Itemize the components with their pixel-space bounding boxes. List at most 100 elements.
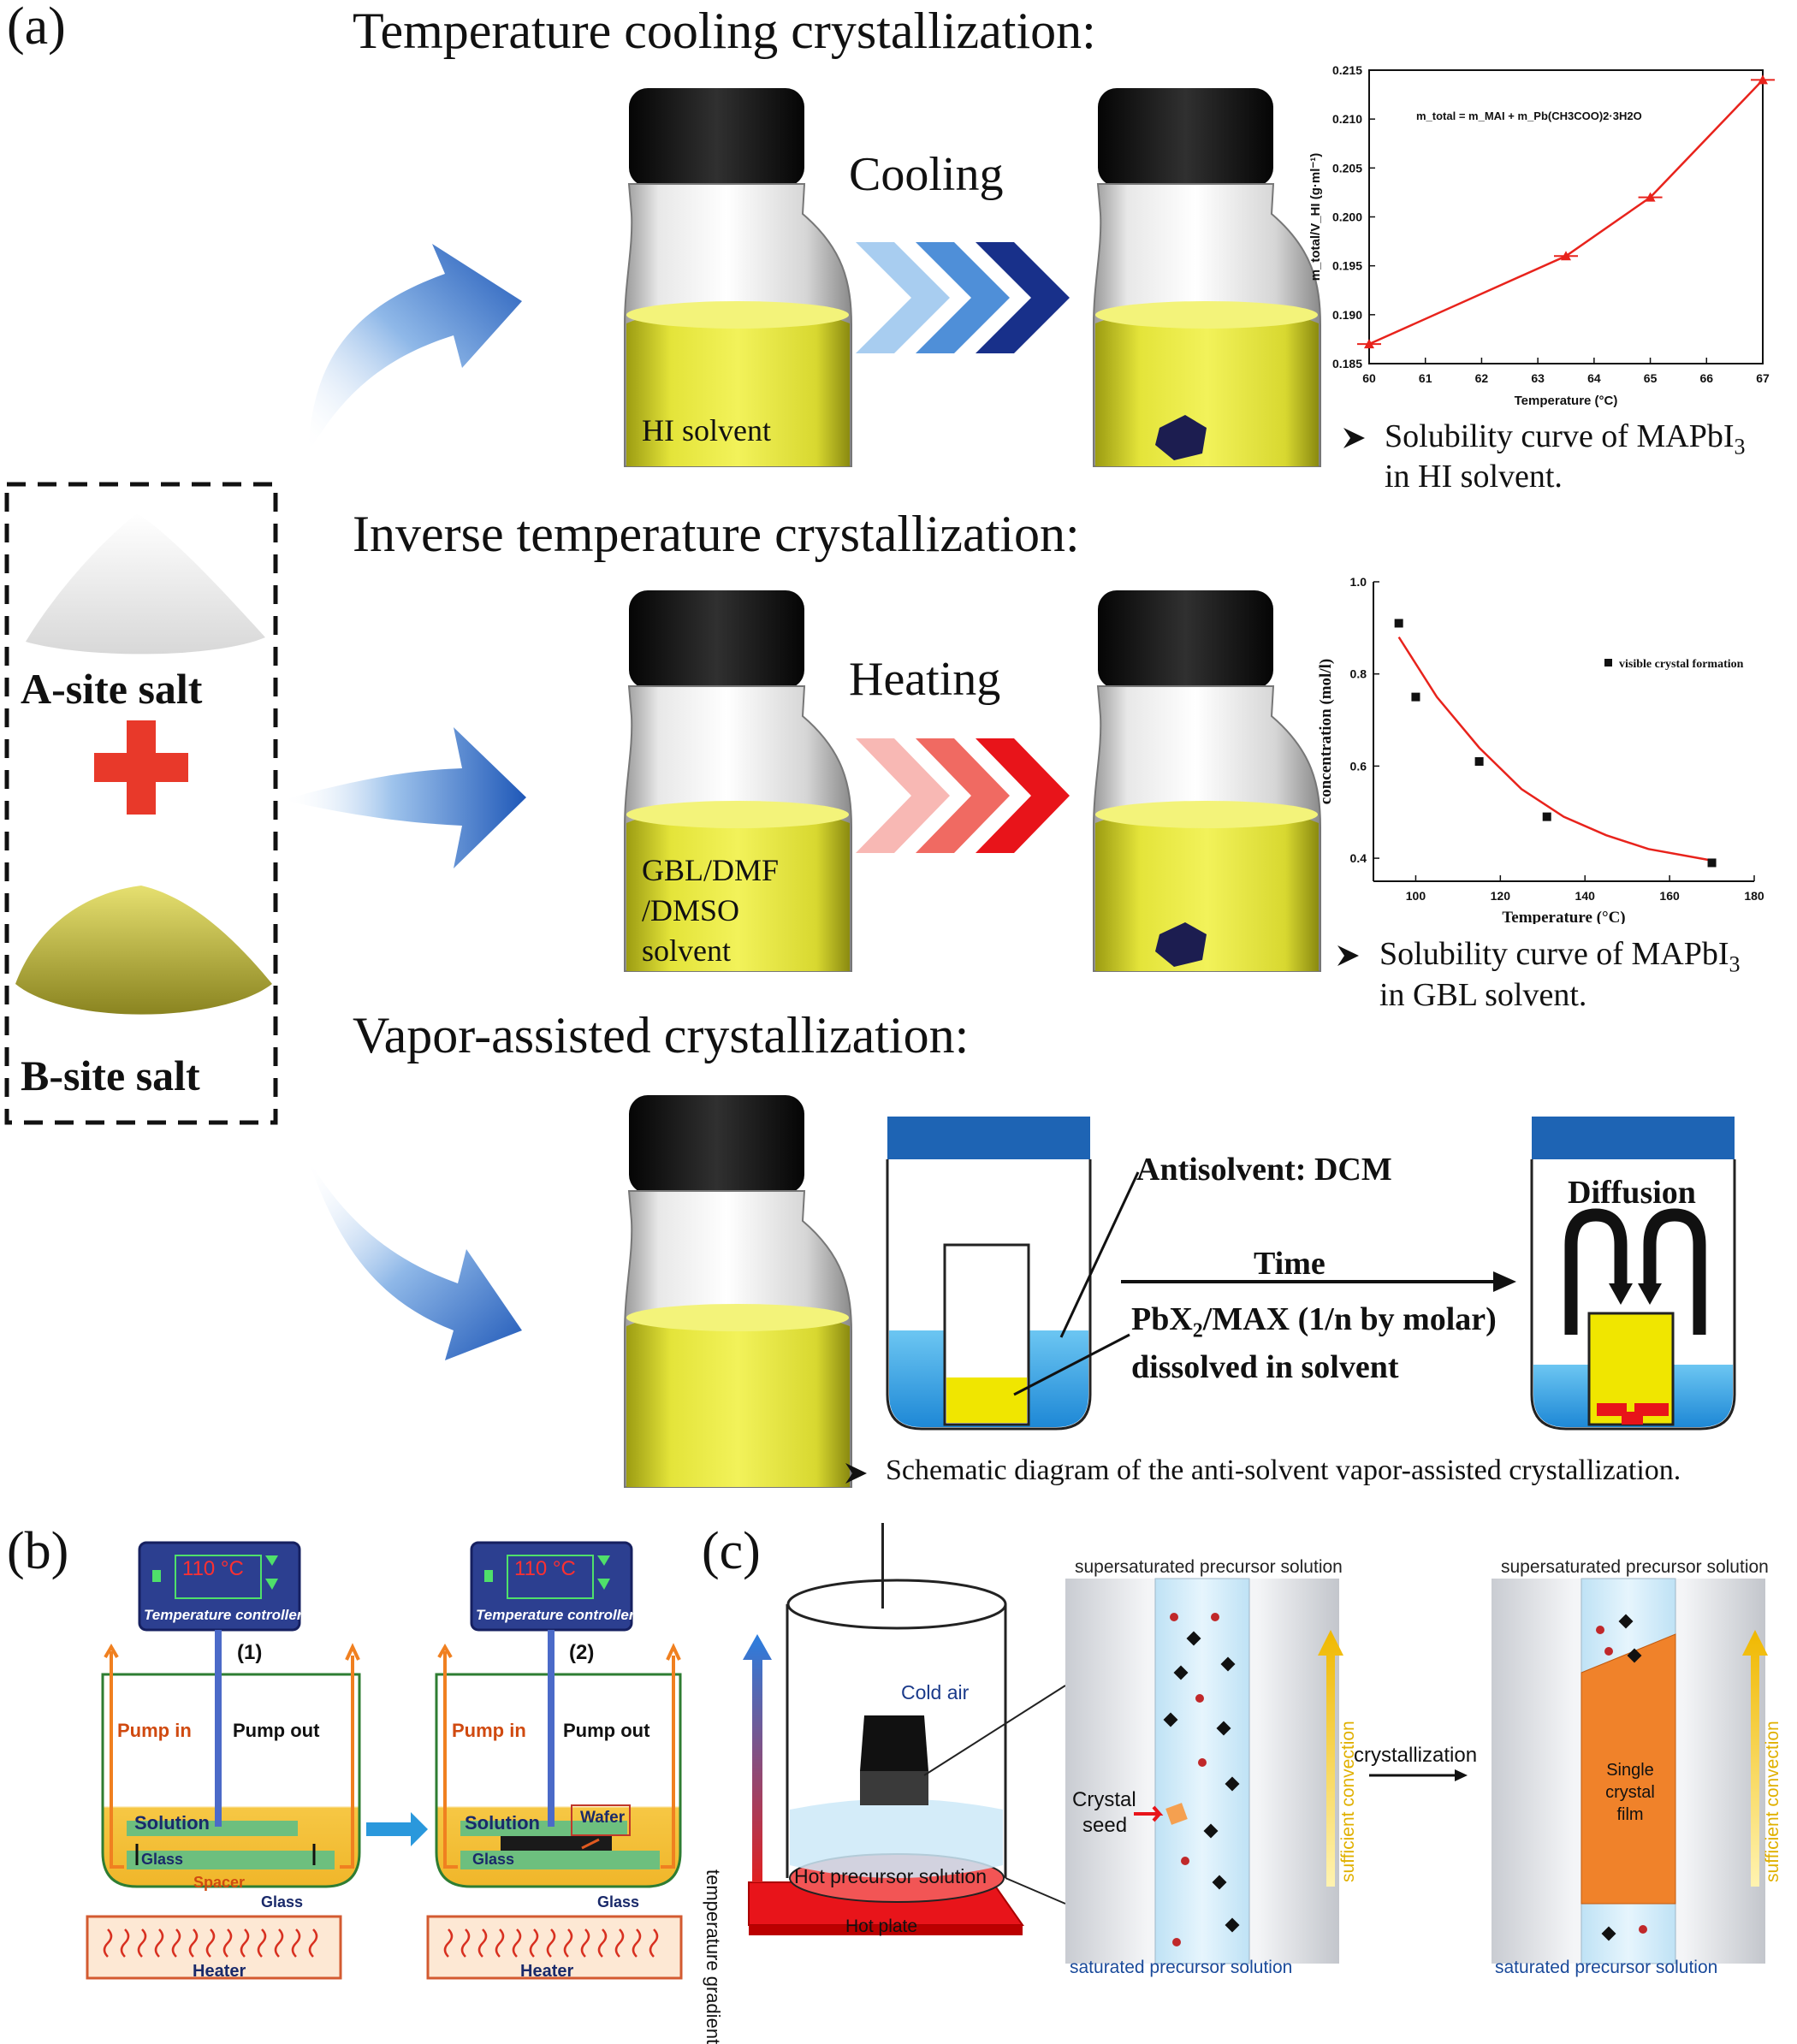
arrow-to-vapor <box>308 1159 522 1360</box>
data-point <box>1758 74 1768 85</box>
dissolved-label: dissolved in solvent <box>1131 1349 1399 1385</box>
heater-coil <box>580 1928 590 1958</box>
heater-coil <box>188 1928 199 1958</box>
panel-a-label: (a) <box>7 0 66 56</box>
particle-ion <box>1198 1758 1207 1767</box>
setup-1 <box>86 1541 361 1980</box>
heater-coil <box>512 1928 522 1958</box>
particle-ion <box>1211 1613 1219 1621</box>
transition-arrow-icon <box>366 1812 428 1846</box>
particle-cluster <box>1163 1712 1178 1727</box>
hi-solvent-label: HI solvent <box>642 413 771 447</box>
heater-coil <box>257 1928 267 1958</box>
x-tick-label: 100 <box>1406 889 1426 903</box>
film-label-3: film <box>1616 1805 1644 1824</box>
particle-cluster <box>1627 1648 1642 1663</box>
heater-coil <box>477 1928 488 1958</box>
x-axis-label: Temperature (°C) <box>1515 394 1618 408</box>
data-point <box>1561 251 1571 261</box>
setup-2-number: (2) <box>569 1641 595 1664</box>
heater-coil <box>291 1928 301 1958</box>
crystal-seed-line-2: seed <box>1082 1814 1128 1837</box>
particle-cluster <box>1220 1656 1236 1672</box>
heater-coil <box>443 1928 454 1958</box>
x-tick-label: 120 <box>1491 889 1511 903</box>
hotplate-setup <box>748 1523 1066 1935</box>
setup-1-display: 110 °C <box>182 1557 244 1580</box>
particle-cluster <box>1225 1917 1240 1933</box>
heater-coil <box>546 1928 556 1958</box>
heater-coil <box>308 1928 318 1958</box>
data-point <box>1474 757 1484 766</box>
setup-2-pump-in: Pump in <box>452 1720 526 1741</box>
inverse-caption-line-2: in GBL solvent. <box>1379 977 1587 1013</box>
particle-cluster <box>1203 1823 1219 1839</box>
convection-label-2: sufficient convection <box>1763 1721 1782 1882</box>
vapor-title: Vapor-assisted crystallization: <box>353 1007 970 1063</box>
heater-coil <box>154 1928 164 1958</box>
heater-coil <box>171 1928 181 1958</box>
heating-label: Heating <box>849 653 1001 706</box>
particle-ion <box>1639 1925 1647 1934</box>
vapor-schematic-after <box>1530 1117 1736 1431</box>
legend-marker <box>1604 659 1612 667</box>
setup-1-pump-in: Pump in <box>117 1720 192 1741</box>
gbl-solvent-line-3: solvent <box>642 933 731 968</box>
temperature-gradient-label: temperature gradient <box>703 1869 724 2044</box>
heater-coil <box>495 1928 505 1958</box>
x-tick-label: 67 <box>1756 371 1770 385</box>
saturated-label-1: saturated precursor solution <box>1070 1958 1293 1977</box>
heater-coil <box>240 1928 250 1958</box>
particle-ion <box>1195 1694 1204 1703</box>
x-axis-label: Temperature (°C) <box>1502 909 1625 924</box>
y-tick-label: 0.6 <box>1350 759 1367 773</box>
inverse-caption-line-1: Solubility curve of MAPbI3 <box>1379 936 1741 977</box>
figure-canvas: (a) (b) (c) A-site salt B-site salt Temp… <box>4 0 1782 2044</box>
setup-2-wafer: Wafer <box>580 1809 626 1827</box>
heater-coils-icon <box>103 1928 659 1958</box>
heater-coil <box>614 1928 625 1958</box>
setup-2-controller: Temperature controller <box>476 1607 635 1623</box>
setup-2-solution: Solution <box>465 1812 540 1834</box>
cooling-chevrons-icon <box>856 242 1070 353</box>
antisolvent-label: Antisolvent: DCM <box>1136 1152 1392 1188</box>
heater-coil <box>632 1928 642 1958</box>
data-point <box>1364 339 1374 349</box>
setup-1-heater: Heater <box>193 1962 246 1981</box>
particle-ion <box>1181 1857 1189 1865</box>
y-axis-label: concentration (mol/l) <box>1317 659 1335 804</box>
y-tick-label: 0.210 <box>1332 112 1362 126</box>
heater-coil <box>205 1928 216 1958</box>
saturated-label-2: saturated precursor solution <box>1495 1958 1718 1977</box>
time-label: Time <box>1254 1246 1326 1282</box>
setup-1-number: (1) <box>237 1641 263 1664</box>
particle-cluster <box>1173 1665 1189 1680</box>
heater-coil <box>103 1928 113 1958</box>
plot-frame <box>1373 582 1754 881</box>
heater-coil <box>137 1928 147 1958</box>
x-tick-label: 61 <box>1419 371 1432 385</box>
gbl-solvent-line-2: /DMSO <box>642 893 740 927</box>
arrow-to-inverse <box>282 727 526 868</box>
particle-cluster <box>1618 1614 1634 1629</box>
y-tick-label: 0.195 <box>1332 259 1362 273</box>
heater-coil <box>460 1928 471 1958</box>
setup-1-solution: Solution <box>134 1812 210 1834</box>
vapor-schematic-before <box>886 1117 1516 1431</box>
data-point <box>1707 858 1717 868</box>
film-label-2: crystal <box>1605 1783 1655 1802</box>
figure-artwork <box>4 88 1768 1980</box>
panel-b-label: (b) <box>7 1522 69 1580</box>
setup-2-pump-out: Pump out <box>563 1720 650 1741</box>
y-tick-label: 1.0 <box>1350 575 1367 589</box>
legend-label: visible crystal formation <box>1619 658 1744 671</box>
heater-coil <box>563 1928 573 1958</box>
formula-label: m_total = m_MAI + m_Pb(CH3COO)2·3H2O <box>1416 110 1642 122</box>
setup-2 <box>426 1541 683 1980</box>
x-tick-label: 65 <box>1644 371 1658 385</box>
particle-cluster <box>1212 1875 1227 1890</box>
temperature-gradient-arrow <box>743 1634 772 1882</box>
cooling-label: Cooling <box>849 148 1004 201</box>
y-tick-label: 0.190 <box>1332 308 1362 322</box>
